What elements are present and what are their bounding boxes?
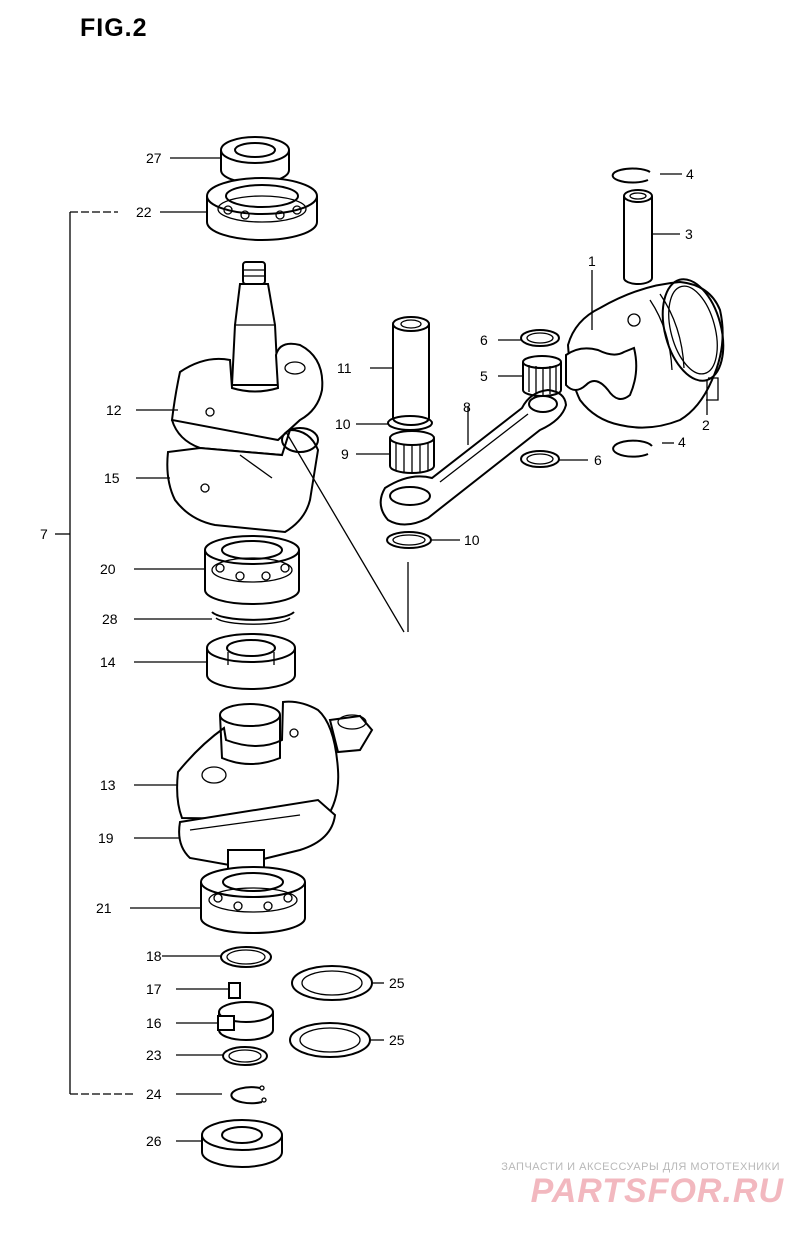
piston [565, 278, 725, 429]
lower-bearing [200, 866, 306, 934]
callout-16: 16 [146, 1015, 162, 1031]
callout-25-lower: 25 [389, 1032, 405, 1048]
shim-washer-upper [291, 965, 373, 1001]
callout-6-lower: 6 [594, 452, 602, 468]
needle-bearing-small-end [522, 355, 562, 397]
watermark-logo: PARTSFOR.RU [530, 1172, 784, 1210]
collar-16 [217, 1001, 274, 1041]
figure-title: FIG.2 [80, 14, 148, 42]
callout-12: 12 [106, 402, 122, 418]
callout-19: 19 [98, 830, 114, 846]
callout-24: 24 [146, 1086, 162, 1102]
pin-circlip-upper [611, 167, 651, 184]
needle-bearing-big-end [389, 430, 435, 474]
crank-pin [392, 316, 430, 426]
callout-15: 15 [104, 470, 120, 486]
callout-11: 11 [337, 360, 352, 376]
callout-21: 21 [96, 900, 112, 916]
snap-ring-18 [220, 946, 272, 968]
crankshaft-lower [176, 700, 374, 877]
pin-circlip-lower [612, 439, 653, 458]
callout-10-lower: 10 [464, 532, 480, 548]
connecting-rod [379, 388, 568, 526]
callout-5: 5 [480, 368, 488, 384]
callout-20: 20 [100, 561, 116, 577]
callout-4-lower: 4 [678, 434, 686, 450]
callout-27: 27 [146, 150, 162, 166]
retaining-ring-28 [211, 611, 295, 625]
callout-10-upper: 10 [335, 416, 351, 432]
oil-seal-bottom [201, 1119, 283, 1168]
shim-washer-lower [289, 1022, 371, 1058]
callout-2: 2 [702, 417, 710, 433]
callout-14: 14 [100, 654, 116, 670]
callout-22: 22 [136, 204, 152, 220]
assembly-guide-lines [285, 431, 409, 633]
callout-4-upper: 4 [686, 166, 694, 182]
ring-23 [222, 1046, 268, 1066]
thrust-washer-lower [386, 531, 432, 549]
callout-13: 13 [100, 777, 116, 793]
thrust-washer-upper [387, 415, 433, 431]
callout-17: 17 [146, 981, 162, 997]
callout-labels: 1 2 3 4 4 5 6 6 7 8 9 10 10 11 12 13 14 … [40, 150, 710, 1149]
leader-lines [130, 157, 708, 1142]
small-end-washer-lower [520, 450, 560, 468]
woodruff-key [228, 982, 241, 999]
callout-7: 7 [40, 526, 48, 542]
callout-28: 28 [102, 611, 118, 627]
center-bearing [204, 535, 300, 605]
circlip-24 [230, 1085, 267, 1105]
labyrinth-seal [206, 633, 296, 690]
callout-1: 1 [588, 253, 596, 269]
callout-18: 18 [146, 948, 162, 964]
watermark-tagline: ЗАПЧАСТИ И АКСЕССУАРЫ ДЛЯ МОТОТЕХНИКИ [501, 1161, 780, 1173]
callout-8: 8 [463, 399, 471, 415]
callout-26: 26 [146, 1133, 162, 1149]
callout-6-upper: 6 [480, 332, 488, 348]
oil-seal-top [220, 136, 290, 184]
assembly-bracket-7 [55, 211, 135, 1095]
ball-bearing-top [206, 177, 318, 241]
callout-9: 9 [341, 446, 349, 462]
small-end-washer-upper [520, 329, 560, 347]
callout-3: 3 [685, 226, 693, 242]
callout-25-upper: 25 [389, 975, 405, 991]
callout-23: 23 [146, 1047, 162, 1063]
piston-pin [623, 189, 653, 285]
crankshaft-upper [166, 261, 324, 534]
